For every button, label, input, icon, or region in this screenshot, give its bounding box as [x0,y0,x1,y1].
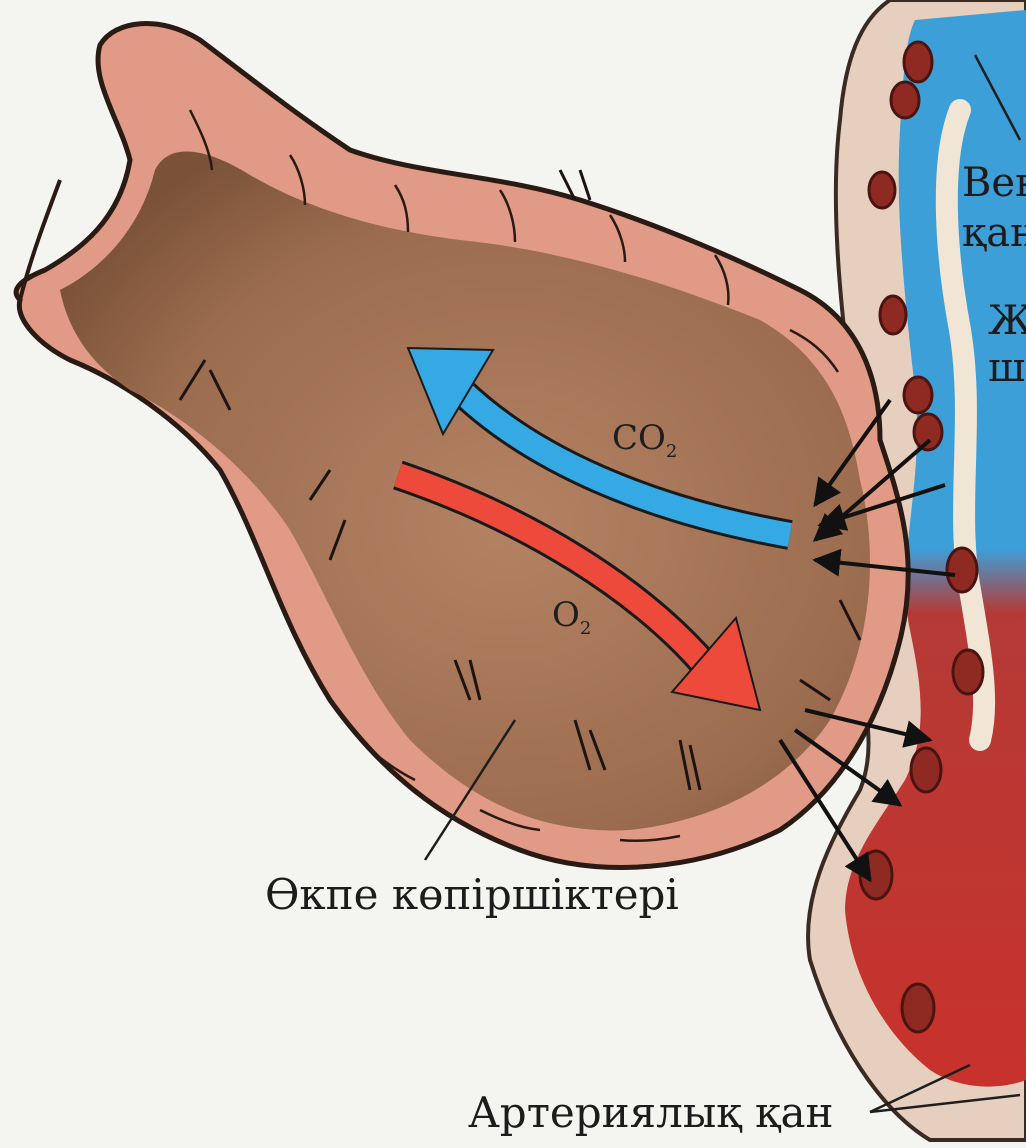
red-blood-cell [880,296,906,334]
arterial-blood-label: Артериялық қан [468,1088,834,1137]
alveoli-label: Өкпе көпіршіктері [265,870,679,919]
capillary-label-line1: Ж [988,298,1026,344]
alveolus [16,24,908,868]
venous-blood-label-line1: Вен [962,160,1026,206]
red-blood-cell [891,82,919,118]
red-blood-cell [904,42,932,82]
red-blood-cell [904,377,932,413]
red-blood-cell [911,748,941,792]
red-blood-cell [914,414,942,450]
red-blood-cell [902,984,934,1032]
red-blood-cell [953,650,983,694]
venous-blood-label-line2: қан [962,210,1026,256]
o2-label: O2 [552,595,591,639]
co2-label: CO2 [612,418,677,462]
red-blood-cell [869,172,895,208]
red-blood-cell [947,548,977,592]
capillary-label-line2: ш [988,345,1025,391]
